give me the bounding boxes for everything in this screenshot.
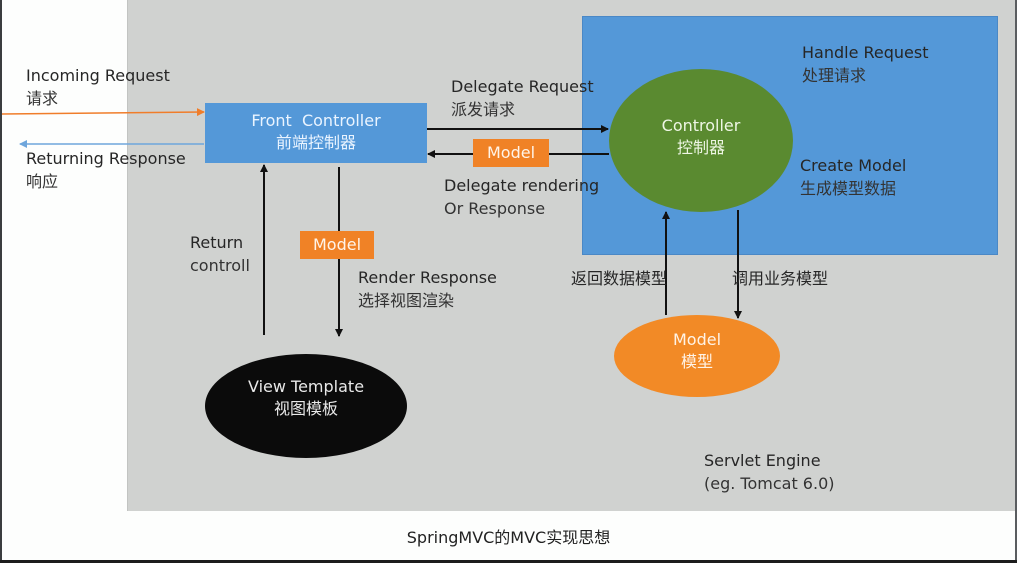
returning-response-cn: 响应 [26,172,59,191]
invoke-business-model-cn: 调用业务模型 [732,269,829,288]
create-model-en: Create Model [800,156,907,175]
render-response-en: Render Response [358,268,497,287]
servlet-engine-label: Servlet Engine (eg. Tomcat 6.0) [704,449,835,495]
return-data-model-cn: 返回数据模型 [571,269,668,288]
render-response-label: Render Response 选择视图渲染 [358,266,497,312]
returning-response-en: Returning Response [26,149,186,168]
return-data-model-label: 返回数据模型 [571,267,667,290]
controller-node: Controller 控制器 [609,69,793,212]
delegate-rendering-label: Delegate rendering Or Response [444,174,599,220]
incoming-request-cn: 请求 [26,89,59,108]
front-controller-subtitle: 前端控制器 [275,133,356,152]
window-edge-bottom [0,560,1017,563]
front-controller-title: Front Controller [251,111,381,130]
handle-request-label: Handle Request 处理请求 [802,41,929,87]
return-control-en2: controll [190,256,250,275]
diagram-caption: SpringMVC的MVC实现思想 [406,528,611,547]
view-template-subtitle: 视图模板 [273,399,338,418]
delegate-request-cn: 派发请求 [451,100,516,119]
handle-request-en: Handle Request [802,43,929,62]
model-tag-render: Model [300,231,374,259]
invoke-business-model-label: 调用业务模型 [732,267,828,290]
model-title: Model [672,330,722,349]
model-subtitle: 模型 [680,352,713,371]
model-tag-delegate: Model [473,139,549,167]
create-model-label: Create Model 生成模型数据 [800,154,906,200]
handle-request-cn: 处理请求 [802,66,867,85]
return-control-en: Return [190,233,244,252]
model-node: Model 模型 [614,315,780,397]
delegate-rendering-en: Delegate rendering [444,176,600,195]
delegate-rendering-en2: Or Response [444,199,546,218]
servlet-engine-sub: (eg. Tomcat 6.0) [704,474,835,493]
controller-subtitle: 控制器 [676,138,725,157]
returning-response-label: Returning Response 响应 [26,147,186,193]
window-edge-right [1015,0,1017,563]
view-template-title: View Template [247,377,365,396]
create-model-cn: 生成模型数据 [800,179,897,198]
incoming-request-label: Incoming Request 请求 [26,64,170,110]
delegate-request-en: Delegate Request [451,77,594,96]
front-controller-node: Front Controller 前端控制器 [205,103,427,163]
window-edge-left [0,0,2,563]
delegate-request-label: Delegate Request 派发请求 [451,75,594,121]
return-control-label: Return controll [190,231,250,277]
controller-title: Controller [661,116,741,135]
view-template-node: View Template 视图模板 [205,354,407,458]
render-response-cn: 选择视图渲染 [358,291,455,310]
incoming-request-en: Incoming Request [26,66,170,85]
servlet-engine-en: Servlet Engine [704,451,821,470]
